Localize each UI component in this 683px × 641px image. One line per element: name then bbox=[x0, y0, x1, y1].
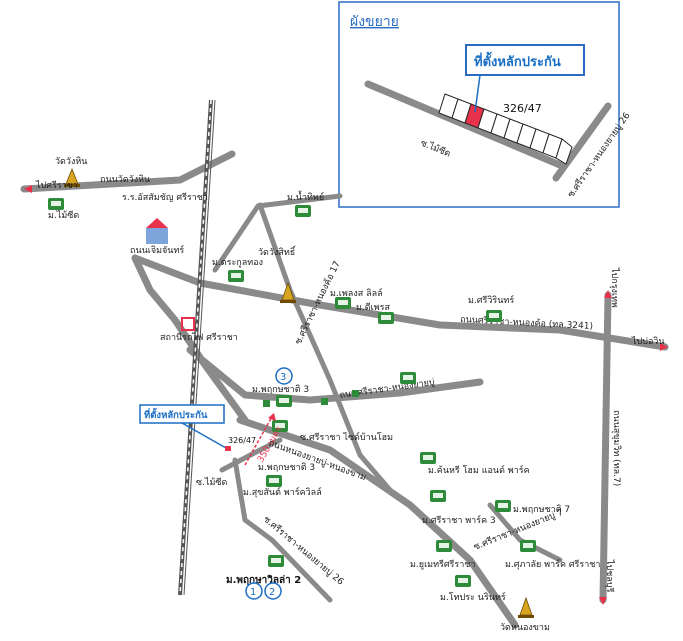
shop-icon bbox=[352, 390, 359, 397]
place-pruksachat-3a: ม.พฤกษชาติ 3 bbox=[252, 384, 309, 395]
house-icon bbox=[400, 372, 416, 384]
house-icon bbox=[378, 312, 394, 324]
house-icon bbox=[436, 540, 452, 552]
inset-callout: ที่ตั้งหลักประกัน bbox=[474, 51, 561, 70]
railway bbox=[178, 99, 216, 596]
house-icon bbox=[495, 500, 511, 512]
house-icon bbox=[272, 420, 288, 432]
main-plot-no: 326/47 bbox=[228, 436, 256, 445]
place-dee-press: ม.ดีเพรส bbox=[356, 302, 390, 313]
place-sriwirin: ม.ศรีวิรินทร์ bbox=[468, 294, 514, 306]
train-station-icon bbox=[181, 317, 195, 331]
temple-icon bbox=[518, 596, 534, 618]
plot-marker bbox=[225, 446, 231, 451]
place-pruksachat-3b: ม.พฤกษชาติ 3 bbox=[258, 462, 315, 473]
arrow-down-icon bbox=[599, 597, 607, 605]
place-supalai: ม.ศุภาลัย พาร์ค ศรีราชา bbox=[505, 558, 600, 570]
place-sriracha-park-3: ม.ศรีราชา พาร์ค 3 bbox=[422, 514, 496, 526]
direction-arrows: ไปศรีราชา ไปบ่อวิน ไปกรุงเทพ ไปชลบุรี bbox=[24, 180, 668, 605]
shop-icon bbox=[263, 400, 270, 407]
road-label-mai-si: ซ.ไม้ซีด bbox=[196, 477, 228, 488]
dir-chonburi: ไปชลบุรี bbox=[604, 559, 615, 593]
badge-2: 2 bbox=[269, 587, 275, 598]
badge-1: 1 bbox=[250, 587, 256, 598]
arrow-left-icon bbox=[24, 185, 32, 193]
house-icon bbox=[335, 297, 351, 309]
place-mai-si: ม.ไม้ซีด bbox=[48, 210, 79, 221]
house-icon bbox=[486, 310, 502, 322]
house-icon bbox=[266, 475, 282, 487]
house-icon bbox=[48, 198, 64, 210]
shop-icon bbox=[321, 398, 328, 405]
badge-3: 3 bbox=[280, 372, 286, 383]
place-nam-thip: ม.น้ำทิพย์ bbox=[287, 190, 324, 203]
number-badges: 3 1 2 bbox=[245, 367, 293, 600]
place-assumption: ร.ร.อัสสัมชัญ ศรีราชา bbox=[122, 192, 208, 203]
house-icon bbox=[430, 490, 446, 502]
place-lilly: ม.เพลงส ลิลล์ bbox=[330, 287, 383, 299]
road-labels: ถนนวัดวังหิน ถนนเจิมจันทร์ ถนนศรีราชา-หน… bbox=[100, 174, 622, 588]
inset-plot-no: 326/47 bbox=[503, 102, 542, 115]
place-home: ซ.ศรีราชา ไซด์บ้านโฮม bbox=[300, 431, 393, 443]
road-label-sukhumvit: ถนนสุขุมวิท (ทล.7) bbox=[611, 410, 622, 486]
dir-bowin: ไปบ่อวิน bbox=[631, 336, 665, 347]
temple-icon bbox=[64, 167, 80, 187]
arrow-right-icon bbox=[660, 343, 668, 351]
road-label-jerm-jan: ถนนเจิมจันทร์ bbox=[130, 244, 184, 256]
place-suksan: ม.สุขสันต์ พาร์ควิลล์ bbox=[243, 486, 322, 498]
road-label-wat-wang-hin: ถนนวัดวังหิน bbox=[100, 174, 150, 185]
inset-callout-box bbox=[465, 44, 585, 76]
place-station: สถานีรถไฟ ศรีราชา bbox=[160, 332, 238, 343]
inset-title: ผังขยาย bbox=[350, 14, 399, 30]
main-roads bbox=[20, 150, 669, 629]
school-icon bbox=[146, 218, 168, 244]
inset-map: ผังขยาย ที่ตั้งหลักประกัน 326/47 ซ.ไม้ซี… bbox=[338, 1, 633, 208]
place-pruksachat-7: ม.พฤกษชาติ 7 bbox=[513, 504, 570, 515]
place-topra: ม.โทประ นรินทร์ bbox=[440, 591, 506, 603]
dir-pattaya: ไปศรีราชา bbox=[35, 180, 78, 191]
inset-road-mai-si bbox=[364, 80, 564, 169]
house-icon bbox=[295, 205, 311, 217]
place-pruksa-villa-2: ม.พฤกษาวิลล่า 2 bbox=[226, 574, 301, 586]
house-icon bbox=[268, 555, 284, 567]
house-icon bbox=[228, 270, 244, 282]
temple-icon bbox=[280, 281, 296, 303]
arrow-up-icon bbox=[604, 290, 612, 298]
place-wat-wang-sit: วัดวังสิทธิ์ bbox=[258, 245, 297, 258]
places: วัดวังหิน ม.ไม้ซีด ร.ร.อัสสัมชัญ ศรีราชา… bbox=[48, 156, 600, 633]
house-icon bbox=[276, 395, 292, 407]
main-callout: ที่ตั้งหลักประกัน 326/47 350 เมตร bbox=[139, 404, 285, 466]
place-trakul-thong: ม.ตระกูลทอง bbox=[212, 258, 263, 268]
house-icon bbox=[455, 575, 471, 587]
place-wat-wang-hin: วัดวังหิน bbox=[55, 156, 87, 167]
dir-bangkok: ไปกรุงเทพ bbox=[609, 267, 620, 308]
place-umetree: ม.ยูเมทรีศรีราชา bbox=[410, 559, 475, 570]
house-icon bbox=[520, 540, 536, 552]
house-icon bbox=[420, 452, 436, 464]
main-callout-text: ที่ตั้งหลักประกัน bbox=[144, 407, 208, 421]
inset-road-soi-26 bbox=[552, 102, 612, 182]
place-wat-nong-kham: วัดหนองขาม bbox=[500, 623, 550, 633]
place-khonhri: ม.ค้นหรี โฮม แอนด์ พาร์ค bbox=[428, 464, 530, 476]
inset-lots bbox=[438, 93, 573, 165]
